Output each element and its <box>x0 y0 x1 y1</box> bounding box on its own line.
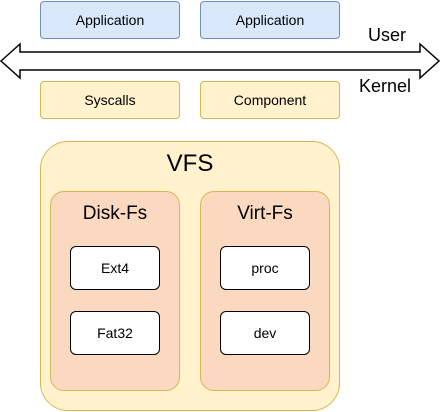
fat32-box: Fat32 <box>70 311 160 355</box>
disk-fs-group <box>50 191 180 391</box>
virt-fs-title: Virt-Fs <box>237 203 293 224</box>
virt-fs-group <box>200 191 330 391</box>
kernel-space-label: Kernel <box>359 76 412 96</box>
vfs-title: VFS <box>166 150 214 177</box>
disk-fs-title: Disk-Fs <box>82 203 148 224</box>
user-space-label: User <box>368 25 407 45</box>
syscalls-box: Syscalls <box>40 81 180 119</box>
application-box-1: Application <box>40 1 180 39</box>
application-box-2: Application <box>200 1 340 39</box>
component-box: Component <box>200 81 340 119</box>
dev-box: dev <box>220 311 310 355</box>
proc-box: proc <box>220 246 310 290</box>
ext4-box: Ext4 <box>70 246 160 290</box>
